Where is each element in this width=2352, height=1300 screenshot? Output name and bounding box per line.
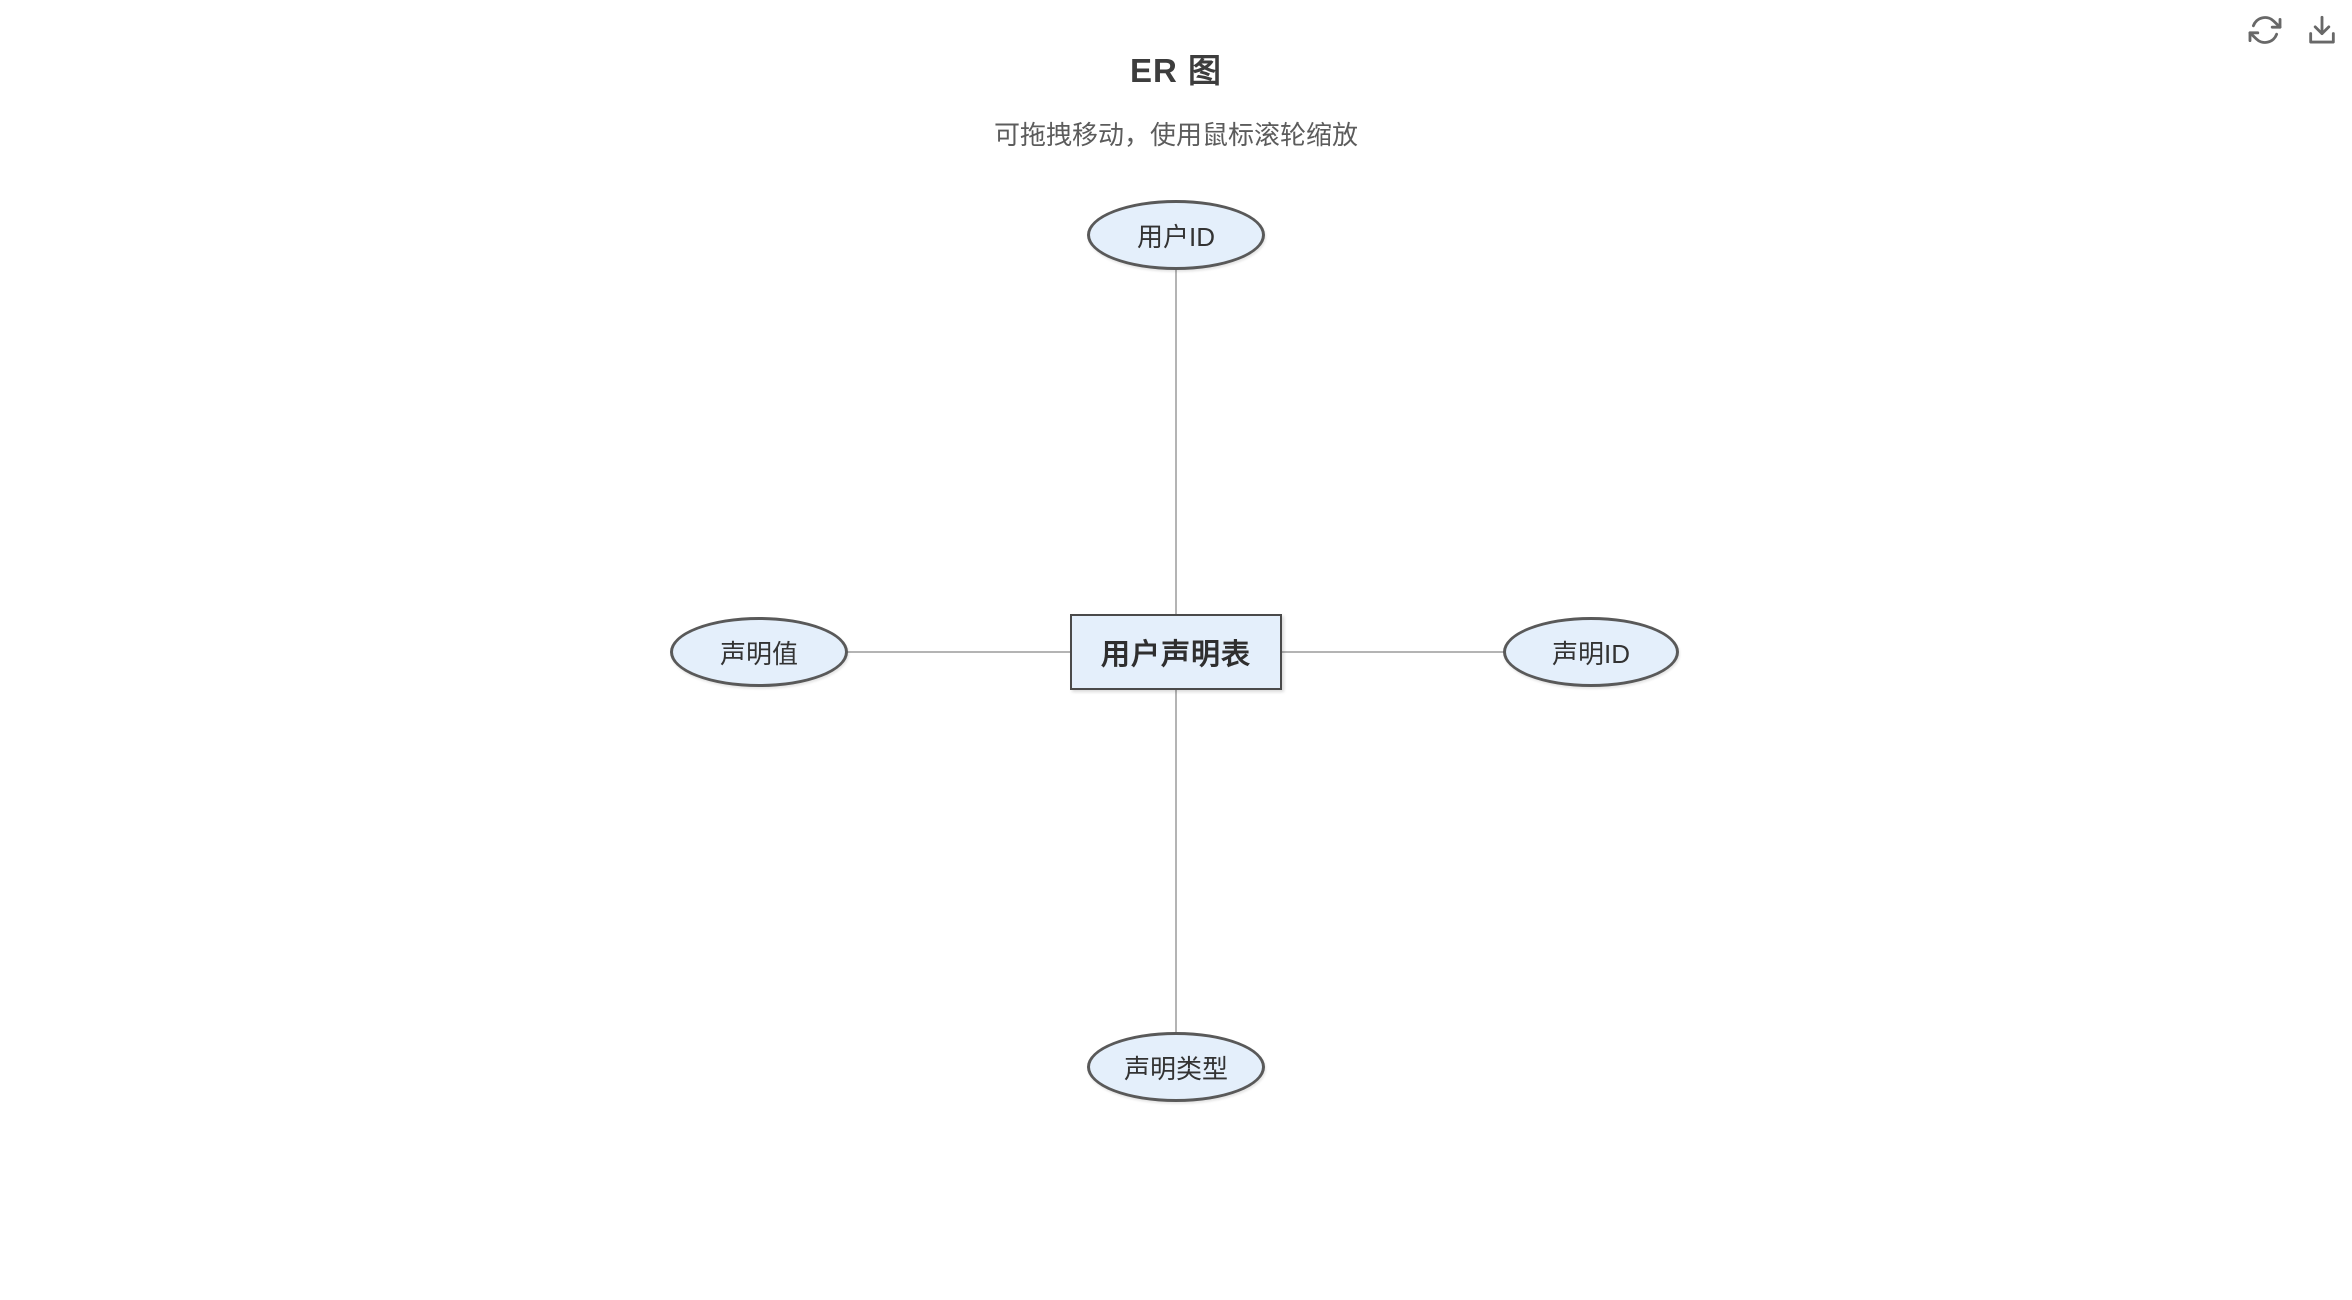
- attribute-node-claim-type[interactable]: 声明类型: [1087, 1032, 1265, 1102]
- connector-line-left: [846, 651, 1072, 653]
- header: ER 图 可拖拽移动，使用鼠标滚轮缩放: [0, 0, 2352, 152]
- connector-line-right: [1280, 651, 1504, 653]
- attribute-node-claim-value[interactable]: 声明值: [670, 617, 848, 687]
- page-subtitle: 可拖拽移动，使用鼠标滚轮缩放: [993, 120, 1358, 150]
- toolbar: [2246, 10, 2341, 50]
- attribute-node-user-id[interactable]: 用户ID: [1087, 200, 1265, 270]
- download-icon: [2309, 15, 2335, 44]
- refresh-icon: [2248, 16, 2282, 44]
- refresh-button[interactable]: [2246, 10, 2284, 50]
- page-title: ER 图: [1129, 52, 1222, 89]
- connector-line-top: [1175, 268, 1177, 616]
- entity-node-user-claims-table[interactable]: 用户声明表: [1070, 614, 1282, 690]
- download-button[interactable]: [2303, 10, 2341, 50]
- attribute-node-claim-id[interactable]: 声明ID: [1503, 617, 1679, 687]
- connector-line-bottom: [1175, 688, 1177, 1034]
